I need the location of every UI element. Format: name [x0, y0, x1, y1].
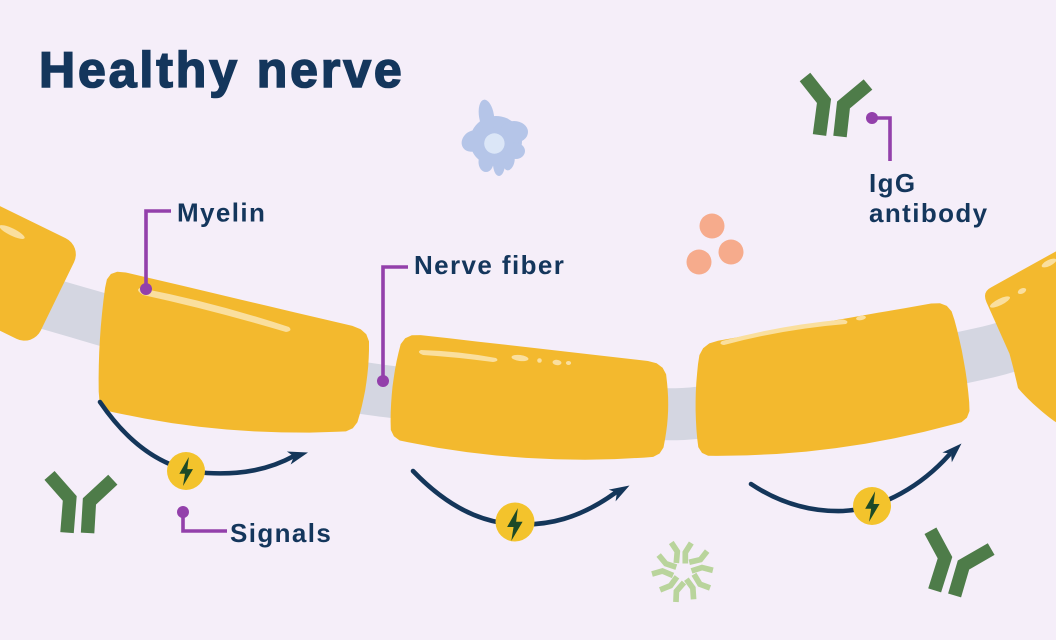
- svg-text:Healthy nerve: Healthy nerve: [39, 42, 405, 98]
- svg-text:Nerve fiber: Nerve fiber: [414, 250, 565, 280]
- svg-text:Signals: Signals: [230, 518, 332, 548]
- svg-text:Myelin: Myelin: [177, 198, 266, 228]
- svg-text:IgG: IgG: [869, 168, 917, 198]
- svg-text:antibody: antibody: [869, 198, 989, 228]
